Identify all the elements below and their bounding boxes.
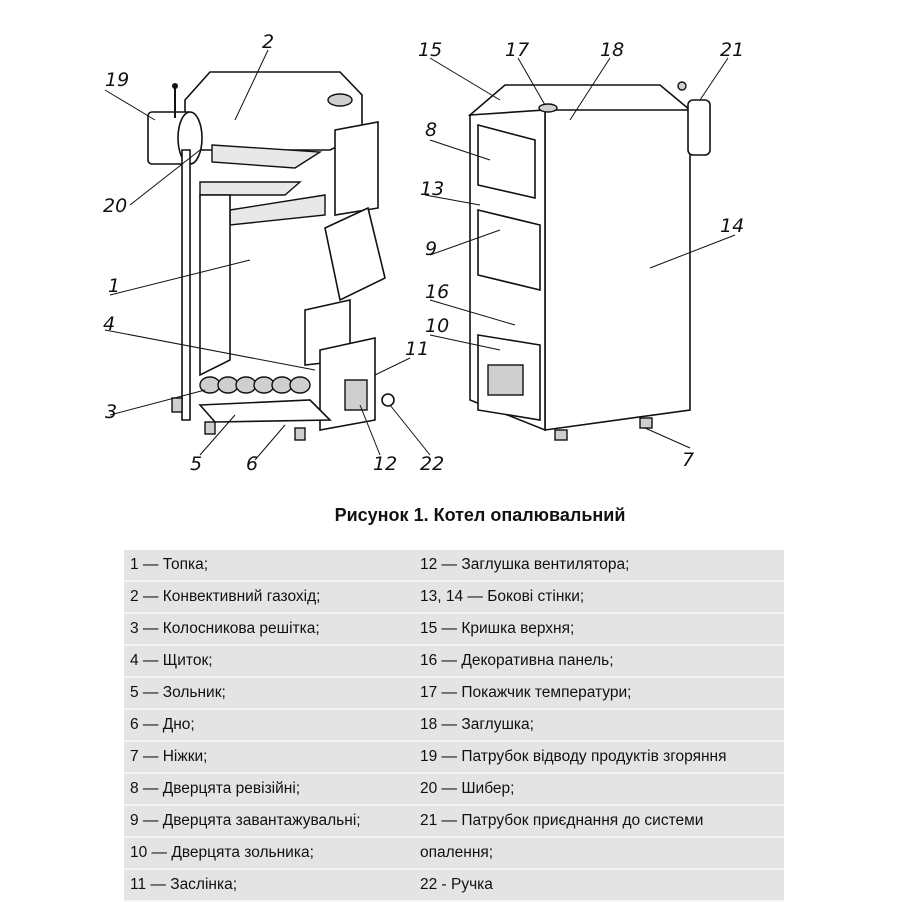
callout-20: 20 <box>103 195 127 217</box>
legend-cell: 18 — Заглушка; <box>420 716 534 733</box>
legend-cell: опалення; <box>420 844 494 861</box>
callout-17: 17 <box>505 39 529 61</box>
callout-4: 4 <box>103 313 115 335</box>
legend-row: 5 — Зольник; 17 — Покажчик температури; <box>124 678 784 710</box>
legend-row: 6 — Дно; 18 — Заглушка; <box>124 710 784 742</box>
legend-cell: 12 — Заглушка вентилятора; <box>420 556 630 573</box>
legend-cell: 3 — Колосникова решітка; <box>130 620 320 637</box>
callout-11: 11 <box>405 338 429 360</box>
legend-row: 7 — Ніжки; 19 — Патрубок відводу продукті… <box>124 742 784 774</box>
callout-labels: 19 2 20 1 4 3 11 5 6 12 22 15 17 18 21 8… <box>103 31 744 475</box>
legend-row: 3 — Колосникова решітка; 15 — Кришка верх… <box>124 614 784 646</box>
legend-cell: 9 — Дверцята завантажувальні; <box>130 812 361 829</box>
callout-12: 12 <box>373 453 397 475</box>
legend-row: 4 — Щиток; 16 — Декоративна панель; <box>124 646 784 678</box>
legend-cell: 8 — Дверцята ревізійні; <box>130 780 301 797</box>
legend-cell: 6 — Дно; <box>130 716 195 733</box>
callout-16: 16 <box>425 281 449 303</box>
callout-19: 19 <box>105 69 129 91</box>
legend-cell: 17 — Покажчик температури; <box>420 684 632 701</box>
callout-10: 10 <box>425 315 449 337</box>
legend-cell: 19 — Патрубок відводу продуктів згоряння <box>420 748 727 765</box>
legend-cell: 5 — Зольник; <box>130 684 226 701</box>
legend-cell: 2 — Конвективний газохід; <box>130 588 321 605</box>
legend-row: 2 — Конвективний газохід; 13, 14 — Бокові… <box>124 582 784 614</box>
grate-bars <box>199 376 311 394</box>
legend-cell: 16 — Декоративна панель; <box>420 652 614 669</box>
legend-row: 9 — Дверцята завантажувальні; 21 — Патруб… <box>124 806 784 838</box>
boiler-technical-drawing: 19 2 20 1 4 3 11 5 6 12 22 15 17 18 21 8… <box>103 31 744 475</box>
callout-21: 21 <box>720 39 744 61</box>
callout-1: 1 <box>108 275 120 297</box>
callout-22: 22 <box>420 453 444 475</box>
legend-cell: 4 — Щиток; <box>130 652 213 669</box>
legend-cell: 22 - Ручка <box>420 876 493 893</box>
callout-15: 15 <box>418 39 442 61</box>
parts-legend-table: 1 — Топка; 12 — Заглушка вентилятора; 2 — … <box>124 550 784 902</box>
figure-caption: Рисунок 1. Котел опалювальний <box>334 505 626 525</box>
legend-cell: 10 — Дверцята зольника; <box>130 844 314 861</box>
callout-5: 5 <box>190 453 202 475</box>
legend-cell: 15 — Кришка верхня; <box>420 620 575 637</box>
callout-leaders <box>104 49 736 461</box>
callout-18: 18 <box>600 39 624 61</box>
legend-cell: 11 — Заслінка; <box>130 876 238 893</box>
callout-2: 2 <box>262 31 274 53</box>
legend-cell: 20 — Шибер; <box>420 780 515 797</box>
callout-9: 9 <box>425 238 437 260</box>
legend-row: 11 — Заслінка; 22 - Ручка <box>124 870 784 902</box>
callout-13: 13 <box>420 178 444 200</box>
legend-cell: 21 — Патрубок приєднання до системи <box>420 812 704 829</box>
callout-3: 3 <box>105 401 117 423</box>
legend-row: 1 — Топка; 12 — Заглушка вентилятора; <box>124 550 784 582</box>
legend-cell: 13, 14 — Бокові стінки; <box>420 588 585 605</box>
callout-14: 14 <box>720 215 744 237</box>
callout-6: 6 <box>246 453 258 475</box>
callout-8: 8 <box>425 119 437 141</box>
boiler-exterior-view <box>467 81 711 441</box>
legend-row: 8 — Дверцята ревізійні; 20 — Шибер; <box>124 774 784 806</box>
legend-cell: 1 — Топка; <box>130 556 209 573</box>
legend-cell: 7 — Ніжки; <box>130 748 208 765</box>
boiler-cutaway-view <box>147 71 395 441</box>
legend-row: 10 — Дверцята зольника; опалення; <box>124 838 784 870</box>
callout-7: 7 <box>682 449 694 471</box>
